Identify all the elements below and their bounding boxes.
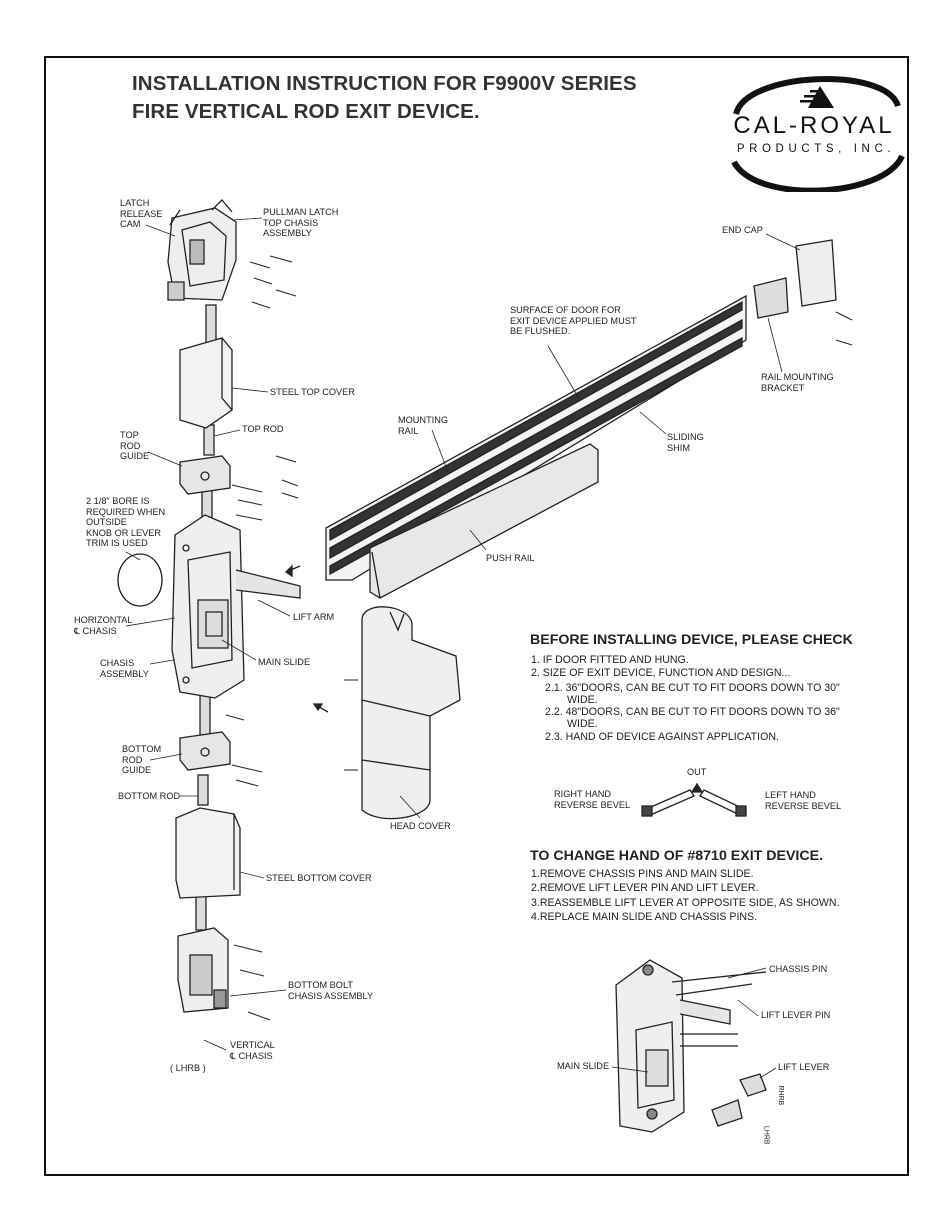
change-item-4: 4.REPLACE MAIN SLIDE AND CHASSIS PINS. [531, 911, 758, 923]
label-lhrb: ( LHRB ) [170, 1063, 206, 1073]
change-item-3: 3.REASSEMBLE LIFT LEVER AT OPPOSITE SIDE… [531, 897, 840, 909]
logo-subtitle: PRODUCTS, INC. [736, 143, 896, 155]
label-head-cover: HEAD COVER [390, 821, 451, 831]
label-latch-release-cam: LATCH RELEASE CAM [120, 198, 163, 229]
top-rod-guide [179, 455, 231, 495]
label-left-hand: LEFT HAND REVERSE BEVEL [765, 790, 842, 811]
label-bottom-bolt: BOTTOM BOLT CHASIS ASSEMBLY [288, 980, 374, 1001]
label-bore: 2 1/8" BORE IS REQUIRED WHEN OUTSIDE KNO… [86, 496, 166, 548]
label-top-rod-guide: TOP ROD GUIDE [120, 430, 150, 461]
steel-bottom-cover [175, 807, 241, 899]
label-lift-lever: LIFT LEVER [778, 1062, 830, 1072]
bore-circle [117, 553, 163, 607]
change-item-2: 2.REMOVE LIFT LEVER PIN AND LIFT LEVER. [531, 882, 759, 894]
before-item-2-2: 2.2. 48"DOORS, CAN BE CUT TO FIT DOORS D… [545, 706, 840, 718]
label-main-slide: MAIN SLIDE [258, 657, 311, 667]
before-item-2-2-cont: WIDE. [567, 718, 598, 730]
title-line-1: INSTALLATION INSTRUCTION FOR F9900V SERI… [132, 72, 637, 95]
change-hand-detail-drawing [611, 959, 777, 1133]
head-cover [361, 606, 461, 820]
label-chassis-pin: CHASSIS PIN [769, 964, 828, 974]
before-item-1: 1. IF DOOR FITTED AND HUNG. [531, 654, 689, 666]
bottom-rod-guide [179, 731, 231, 771]
label-right-hand: RIGHT HAND REVERSE BEVEL [554, 789, 631, 810]
label-bottom-rod: BOTTOM ROD [118, 791, 181, 801]
bottom-bolt-chasis [177, 927, 229, 1013]
logo-swoosh-graphic [731, 76, 905, 192]
label-surface-of-door: SURFACE OF DOOR FOR EXIT DEVICE APPLIED … [510, 305, 637, 336]
title-line-2: FIRE VERTICAL ROD EXIT DEVICE. [132, 100, 480, 123]
label-bottom-rod-guide: BOTTOM ROD GUIDE [122, 744, 162, 775]
screws [225, 255, 853, 1021]
label-mounting-rail: MOUNTING RAIL [398, 415, 449, 436]
label-detail-lhrb: LHRB [762, 1125, 770, 1145]
before-installing-heading: BEFORE INSTALLING DEVICE, PLEASE CHECK [530, 632, 853, 648]
label-top-rod: TOP ROD [242, 424, 284, 434]
change-item-1: 1.REMOVE CHASSIS PINS AND MAIN SLIDE. [531, 868, 754, 880]
label-horizontal-chasis: HORIZONTAL ℄ CHASIS [74, 615, 133, 636]
label-end-cap: END CAP [722, 225, 763, 235]
label-vertical-chasis: VERTICAL ℄ CHASIS [230, 1040, 275, 1061]
label-pullman-latch: PULLMAN LATCH TOP CHASIS ASSEMBLY [263, 207, 339, 238]
cal-royal-logo: CAL-ROYAL PRODUCTS, INC. [716, 64, 908, 192]
chasis-assembly [171, 514, 301, 699]
hand-bevel-diagram [641, 782, 747, 817]
label-lift-lever-pin: LIFT LEVER PIN [761, 1010, 831, 1020]
label-out: OUT [687, 767, 707, 777]
steel-top-cover [179, 337, 233, 429]
label-push-rail: PUSH RAIL [486, 553, 535, 563]
label-rail-mounting-bracket: RAIL MOUNTING BRACKET [761, 372, 834, 393]
before-item-2-1: 2.1. 36"DOORS, CAN BE CUT TO FIT DOORS D… [545, 682, 840, 694]
logo-name: CAL-ROYAL [733, 112, 895, 139]
label-rhrb: RHRB [777, 1085, 785, 1106]
label-detail-main-slide: MAIN SLIDE [557, 1061, 610, 1071]
top-latch-assembly [167, 199, 237, 301]
before-item-2-1-cont: WIDE. [567, 694, 598, 706]
before-item-2: 2. SIZE OF EXIT DEVICE, FUNCTION AND DES… [531, 667, 791, 679]
label-chasis-assembly: CHASIS ASSEMBLY [100, 658, 149, 679]
label-steel-top-cover: STEEL TOP COVER [270, 387, 355, 397]
label-lift-arm: LIFT ARM [293, 612, 335, 622]
push-rail-assembly [325, 294, 747, 599]
label-sliding-shim: SLIDING SHIM [667, 432, 704, 453]
label-steel-bottom-cover: STEEL BOTTOM COVER [266, 873, 372, 883]
end-cap [753, 239, 837, 319]
before-item-2-3: 2.3. HAND OF DEVICE AGAINST APPLICATION. [545, 731, 779, 743]
page-border [44, 56, 909, 1176]
page-title: INSTALLATION INSTRUCTION FOR F9900V SERI… [132, 70, 637, 126]
change-hand-heading: TO CHANGE HAND OF #8710 EXIT DEVICE. [530, 848, 824, 864]
